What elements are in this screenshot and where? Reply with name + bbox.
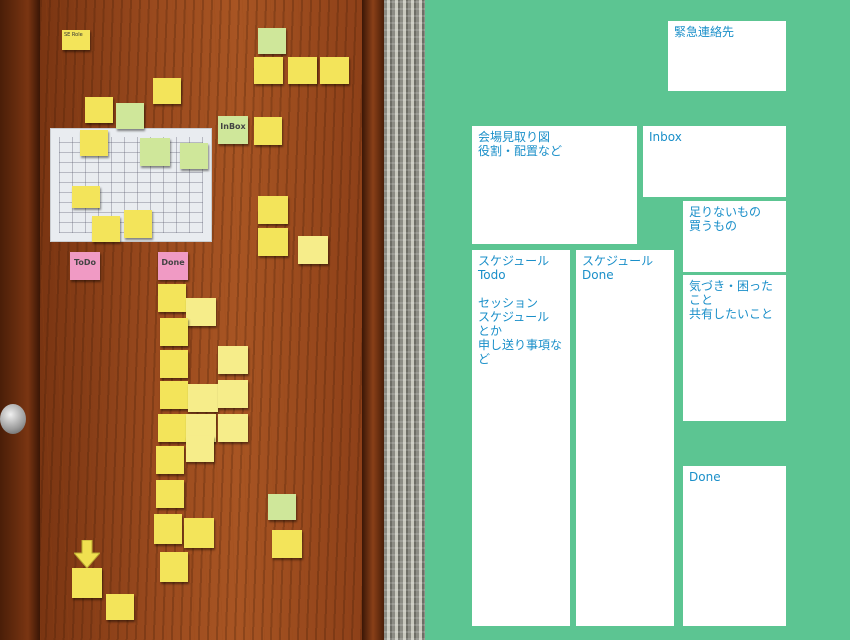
sticky-note-text: ToDo [73, 258, 97, 267]
door-frame-left [0, 0, 40, 640]
panel-schedule-todo-body: セッション スケジュール とか 申し送り事項など [478, 296, 563, 366]
sticky-note [140, 138, 170, 166]
down-arrow-icon [74, 540, 100, 568]
panel-floor-label: 会場見取り図 役割・配置など [478, 130, 563, 158]
panel-schedule-todo: スケジュール Todo セッション スケジュール とか 申し送り事項など [472, 250, 570, 626]
panel-emergency-label: 緊急連絡先 [674, 25, 735, 39]
sticky-note [85, 97, 113, 123]
panel-floor-plan: 会場見取り図 役割・配置など [472, 126, 637, 244]
sticky-note [298, 236, 328, 264]
door-knob [0, 404, 26, 434]
sticky-note-se-role: SE Role [62, 30, 90, 50]
panel-schedule-done-label: スケジュール Done [582, 254, 654, 282]
sticky-note [188, 384, 218, 412]
panel-missing-items: 足りないもの 買うもの [683, 201, 786, 272]
sticky-note [268, 494, 296, 520]
door-frame-right [362, 0, 384, 640]
sticky-note [160, 552, 188, 582]
sticky-note [156, 480, 184, 508]
panel-schedule-todo-title: スケジュール Todo [478, 254, 550, 282]
sticky-note [72, 568, 102, 598]
sticky-note [72, 186, 100, 208]
sticky-note [153, 78, 181, 104]
sticky-note-text: SE Role [64, 32, 83, 38]
sticky-note [160, 350, 188, 378]
sticky-note [254, 57, 283, 84]
sticky-note-done: Done [158, 252, 188, 280]
sticky-note [158, 284, 186, 312]
sticky-note [320, 57, 349, 84]
sticky-note [184, 518, 214, 548]
panel-inbox: Inbox [643, 126, 786, 197]
sticky-note [288, 57, 317, 84]
panel-notices-label: 気づき・困ったこと 共有したいこと [689, 279, 774, 321]
sticky-note [186, 298, 216, 326]
panel-done: Done [683, 466, 786, 626]
sticky-note [160, 318, 188, 346]
striped-curtain [384, 0, 425, 640]
sticky-note [180, 143, 208, 169]
sticky-note [218, 380, 248, 408]
sticky-note [156, 446, 184, 474]
sticky-note [254, 117, 282, 145]
panel-schedule-done: スケジュール Done [576, 250, 674, 626]
sticky-note [158, 414, 186, 442]
panel-inbox-label: Inbox [649, 130, 682, 144]
panel-missing-label: 足りないもの 買うもの [689, 205, 762, 233]
sticky-note [258, 196, 288, 224]
sticky-note-inbox: InBox [218, 116, 248, 144]
sticky-note [124, 210, 152, 238]
sticky-note [272, 530, 302, 558]
sticky-note-text: InBox [220, 122, 246, 131]
door-photo: SE Role ToDo Done InBox [0, 0, 425, 640]
sticky-note [160, 381, 188, 409]
sticky-note [106, 594, 134, 620]
panel-emergency-contacts: 緊急連絡先 [668, 21, 786, 91]
sticky-note-todo: ToDo [70, 252, 100, 280]
sticky-note [80, 130, 108, 156]
sticky-note [218, 346, 248, 374]
sticky-note [258, 228, 288, 256]
sticky-note [116, 103, 144, 129]
sticky-note-text: Done [161, 258, 185, 267]
sticky-note [186, 436, 214, 462]
sticky-note [92, 216, 120, 242]
sticky-note [218, 414, 248, 442]
panel-done-label: Done [689, 470, 721, 484]
sticky-note [258, 28, 286, 54]
sticky-note [154, 514, 182, 544]
panel-notices: 気づき・困ったこと 共有したいこと [683, 275, 786, 421]
